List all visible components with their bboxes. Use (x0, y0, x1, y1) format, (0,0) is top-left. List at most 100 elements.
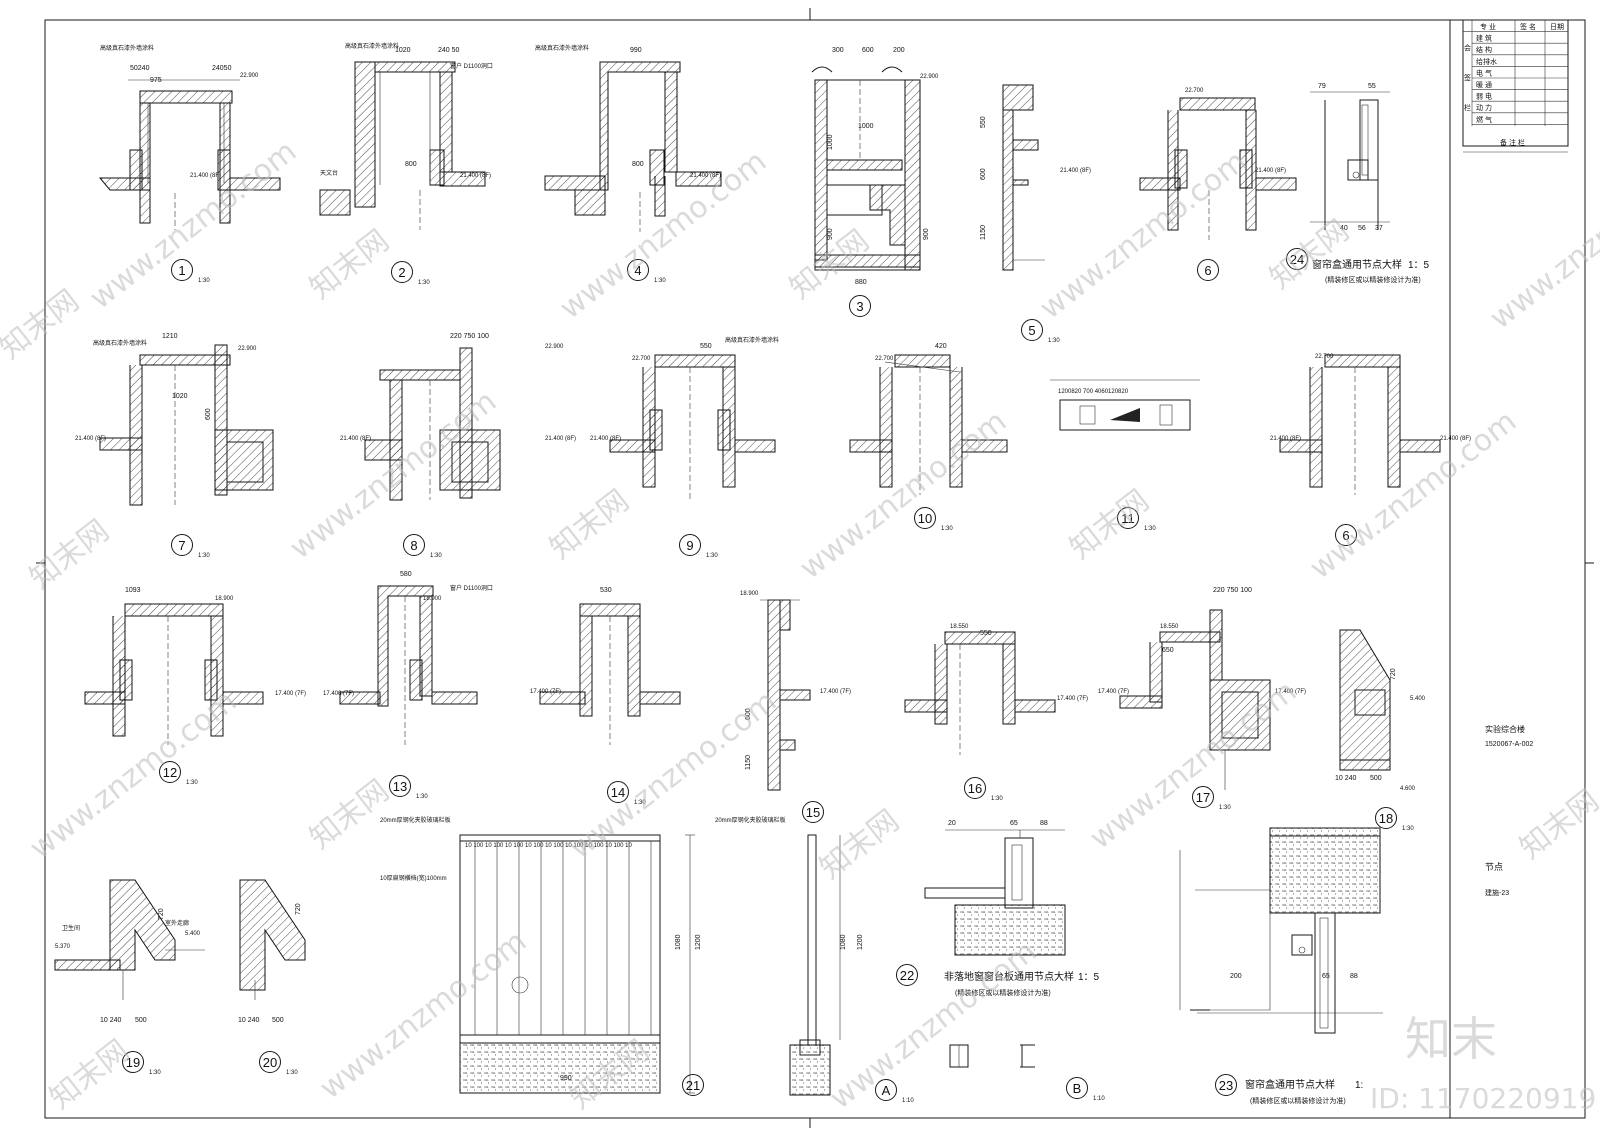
detail-scale: 1:30 (634, 800, 646, 806)
level-mark: 4.600 (1400, 786, 1416, 792)
vertical-dimension: 1200 (857, 934, 864, 950)
watermark-text: 知末网 (43, 1033, 135, 1116)
watermark-text: www.znzmo.com (793, 404, 1013, 586)
title-block-remarks: 备 注 栏 (1500, 138, 1525, 147)
level-mark: 22.700 (1185, 88, 1204, 94)
detail-5 (1002, 84, 1045, 271)
detail-number: 16 (968, 781, 982, 796)
project-number: 1520067-A-002 (1485, 741, 1533, 748)
level-mark: 21.400 (8F) (1060, 168, 1091, 174)
dimension: 88 (1040, 820, 1048, 827)
vertical-dimension: 600 (205, 408, 212, 420)
level-mark: 21.400 (8F) (1255, 168, 1286, 174)
detail-number-circle (1066, 1077, 1088, 1099)
detail-scale: 1:30 (706, 553, 718, 559)
detail-1 (98, 79, 281, 230)
detail-number-circle (679, 534, 701, 556)
dimension: 880 (855, 279, 867, 286)
vertical-dimension: 1200 (695, 934, 702, 950)
caption-d22-title: 非落地窗窗台板通用节点大样 (944, 970, 1074, 983)
dimension: 580 (400, 571, 412, 578)
detail-scale: 1:30 (1219, 805, 1231, 811)
detail-scale: 1:30 (1144, 526, 1156, 532)
detail-number: 10 (918, 511, 932, 526)
dimension: 550 (700, 343, 712, 350)
detail-3 (811, 66, 921, 271)
annotation: 窗户 D1100洞口 (450, 584, 493, 592)
detail-scale: 1:30 (941, 526, 953, 532)
dimension: 40 (1340, 225, 1348, 232)
detail-marker-d21: 21 (682, 1074, 704, 1096)
dimension: 55 (1368, 83, 1376, 90)
detail-number: 5 (1028, 323, 1035, 338)
title-block-discipline: 给排水 (1476, 57, 1497, 66)
detail-scale: 1:30 (286, 1070, 298, 1076)
watermark-text: www.znzmo.com (83, 134, 303, 316)
detail-12 (84, 603, 264, 745)
detail-marker-d13: 131:30 (389, 775, 428, 800)
detail-scale: 1:30 (1402, 826, 1414, 832)
dimension: 550 (980, 630, 992, 637)
dimension: 37 (1375, 225, 1383, 232)
dimension: 1020 (395, 47, 411, 54)
caption-d24-title: 窗帘盒通用节点大样 (1312, 258, 1402, 271)
sheet-border (44, 19, 1586, 1119)
detail-number-circle (259, 1051, 281, 1073)
level-mark: 21.400 (8F) (340, 436, 371, 442)
detail-marker-d24: 24 (1286, 248, 1308, 270)
watermark-brand: 知末 (1405, 1012, 1497, 1066)
detail-19 (54, 879, 205, 1000)
detail-scale: 1:30 (198, 278, 210, 284)
level-mark: 18.900 (423, 596, 442, 602)
watermark-text: 知末网 (303, 773, 395, 856)
level-mark: 17.400 (7F) (1098, 689, 1129, 695)
detail-number-circle (802, 801, 824, 823)
detail-scale: 1:30 (186, 780, 198, 786)
level-mark: 21.400 (8F) (545, 436, 576, 442)
vertical-dimension: 1080 (675, 934, 682, 950)
dimension: 1020 (172, 393, 188, 400)
detail-marker-d19: 191:30 (122, 1051, 161, 1076)
detail-marker-d6a: 6 (1197, 259, 1219, 281)
detail-number: 4 (634, 263, 641, 278)
detail-number: 20 (263, 1055, 277, 1070)
level-mark: 22.700 (1315, 354, 1334, 360)
level-mark: 22.700 (875, 356, 894, 362)
annotation: 高级真石漆外墙涂料 (345, 42, 399, 50)
caption-d22-scale: 1：5 (1078, 972, 1100, 983)
detail-scale: 1:30 (198, 553, 210, 559)
level-mark: 22.900 (240, 73, 259, 79)
detail-number-circle (682, 1074, 704, 1096)
level-mark: 21.400 (8F) (690, 173, 721, 179)
detail-14 (539, 603, 681, 745)
detail-marker-d12: 121:30 (159, 761, 198, 786)
dimension: 10 240 (100, 1017, 122, 1024)
annotation: 20mm厚钢化夹胶玻璃栏板 (380, 816, 451, 824)
detail-number: 3 (856, 299, 863, 314)
detail-number: A (882, 1083, 891, 1098)
detail-6a (1139, 97, 1297, 240)
detail-number: 11 (1121, 511, 1135, 526)
drawing-number: 建施-23 (1485, 888, 1509, 897)
detail-number-circle (849, 295, 871, 317)
detail-number-circle (896, 964, 918, 986)
dimension: 500 (1370, 775, 1382, 782)
caption-d22-note: (精装修区或以精装修设计为准) (955, 988, 1051, 997)
vertical-dimension: 720 (158, 908, 165, 920)
title-block-discipline: 建 筑 (1476, 34, 1492, 43)
dimension: 200 (1230, 973, 1242, 980)
title-block-header-2: 日期 (1550, 23, 1564, 31)
detail-number-circle (875, 1079, 897, 1101)
watermark-text: 知末网 (303, 223, 395, 306)
detail-number: 7 (178, 538, 185, 553)
level-mark: 5.370 (55, 944, 71, 950)
detail-number-circle (914, 507, 936, 529)
dimension: 420 (935, 343, 947, 350)
dimension: 220 750 100 (1213, 587, 1252, 594)
detail-number: 8 (410, 538, 417, 553)
level-mark: 17.400 (7F) (1057, 696, 1088, 702)
dimension: 1200820 700 4060120820 (1058, 389, 1129, 395)
detail-scale: 1:30 (654, 278, 666, 284)
detail-marker-d11: 11 1:30 (1117, 507, 1156, 532)
